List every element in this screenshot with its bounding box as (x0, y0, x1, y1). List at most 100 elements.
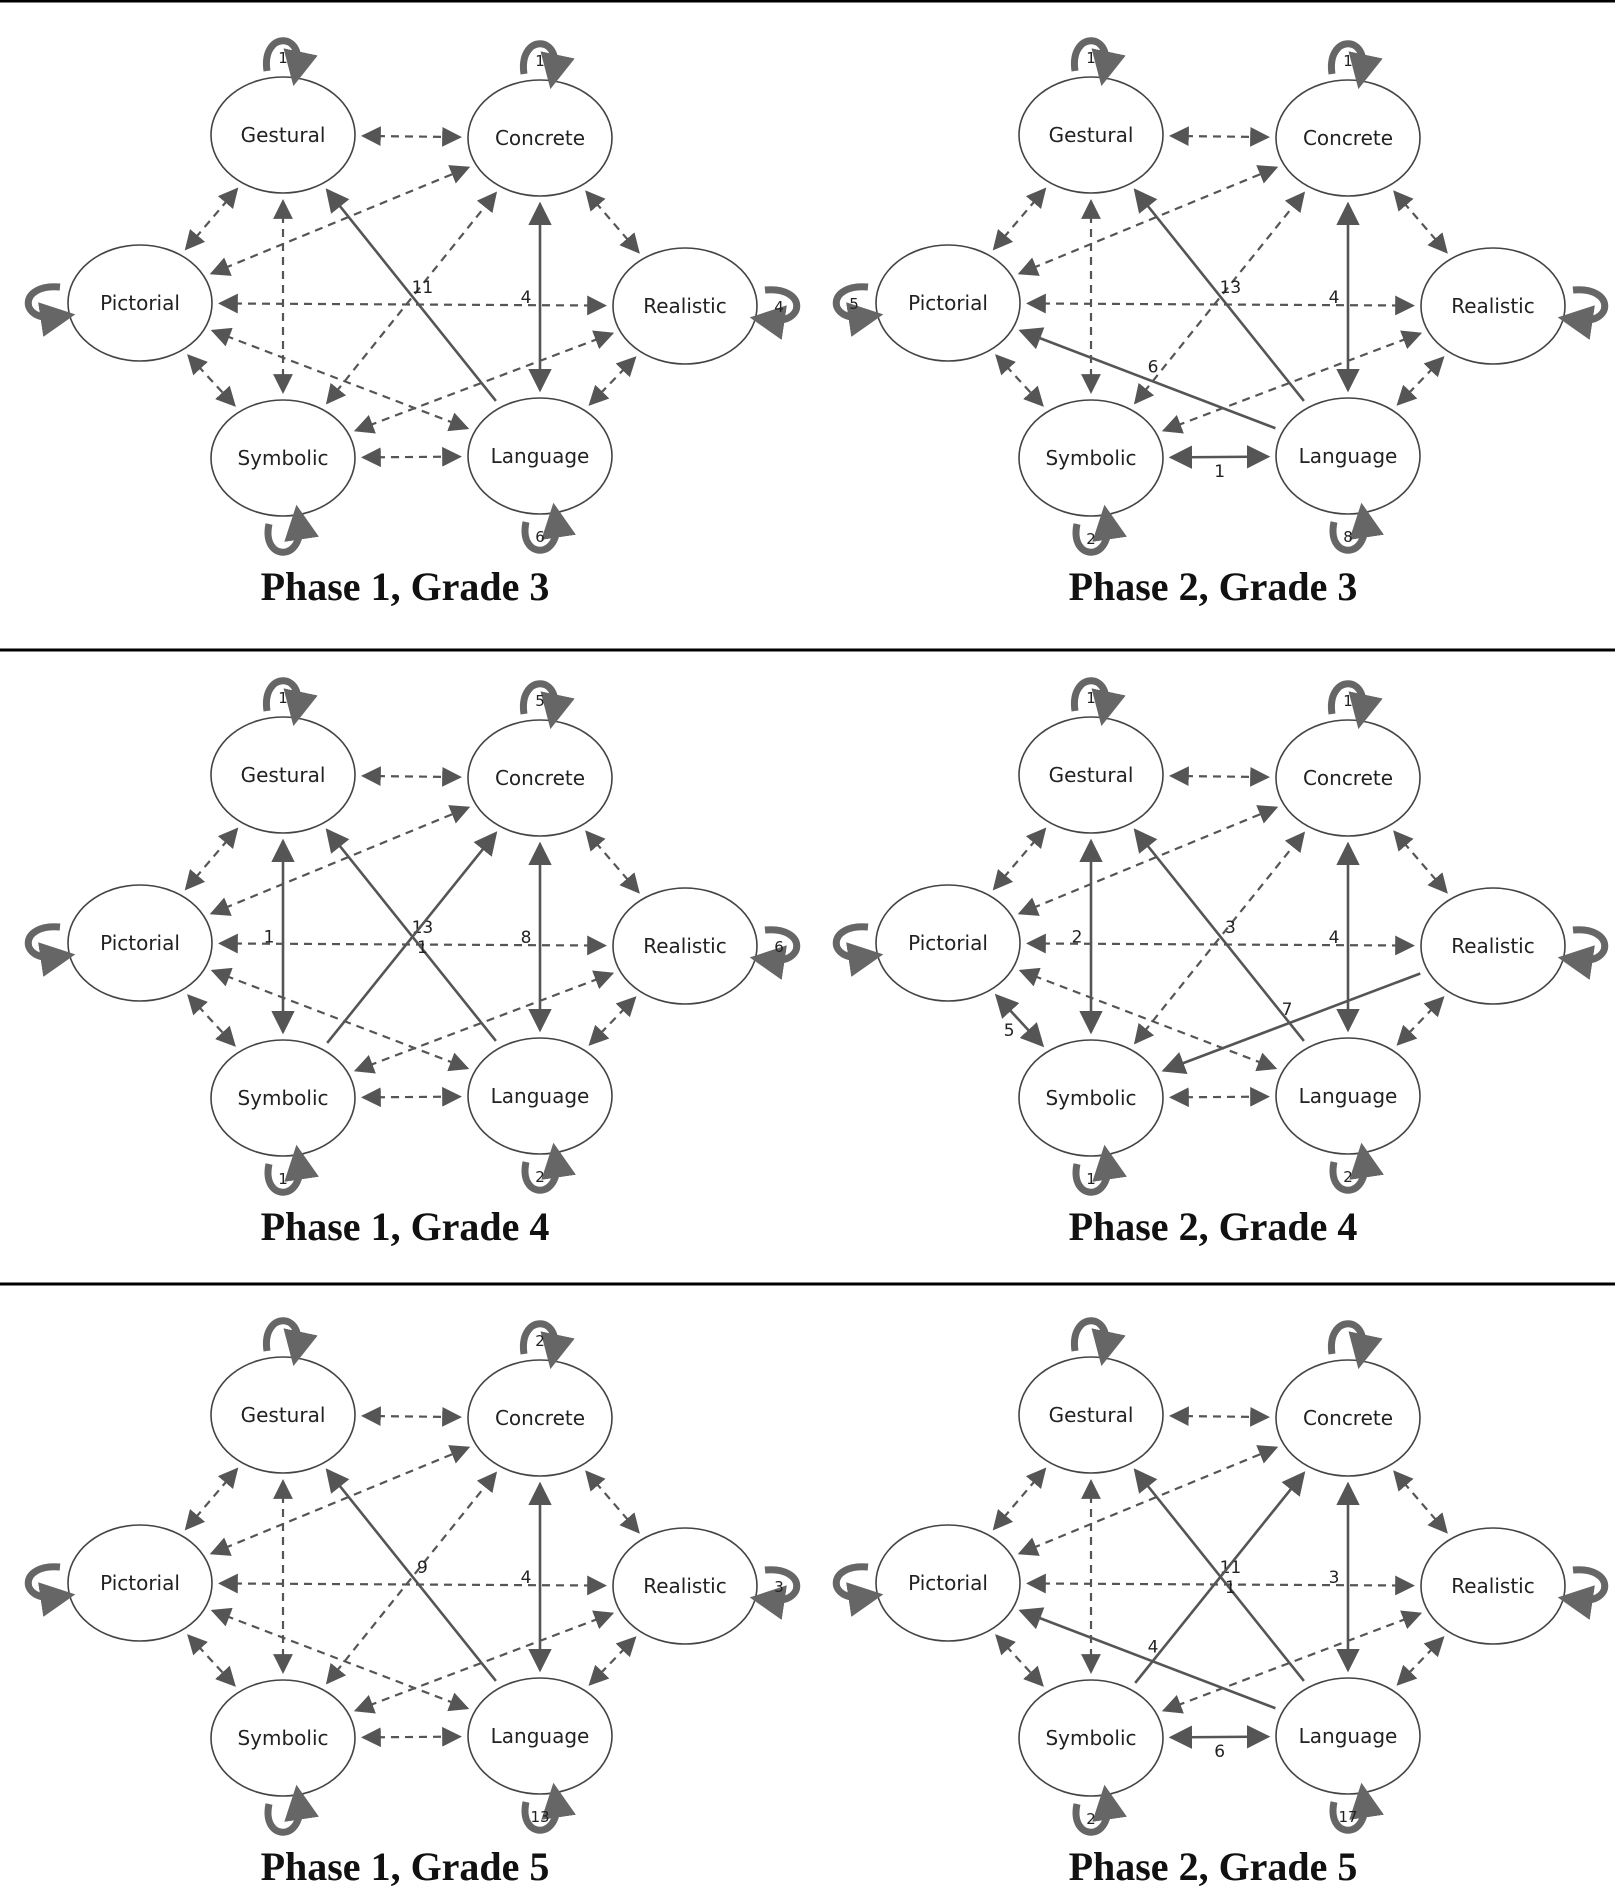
dashed-edge-symbolic-language (361, 446, 462, 468)
panel-title: Phase 2, Grade 3 (1069, 564, 1358, 609)
dashed-edge-pictorial-concrete (209, 1445, 471, 1556)
node-language (467, 1037, 613, 1155)
self-loop-count: 1 (1086, 1170, 1096, 1188)
self-loop-language (521, 502, 576, 554)
node-label-symbolic: Symbolic (1045, 1086, 1136, 1110)
solid-edge-language-pictorial (1018, 327, 1276, 430)
self-loop-realistic (1557, 926, 1609, 980)
node-concrete (1275, 79, 1421, 197)
node-gestural (210, 76, 356, 194)
dashed-edge-concrete-realistic (585, 1470, 640, 1534)
solid-edge-realistic-symbolic (1161, 972, 1421, 1074)
edge-weight-label: 1 (417, 938, 428, 958)
self-loop-count: 1 (1343, 692, 1353, 710)
panel-title: Phase 1, Grade 3 (261, 564, 550, 609)
dashed-edge-gestural-pictorial (184, 1467, 239, 1531)
node-concrete (1275, 719, 1421, 837)
node-label-language: Language (1299, 1084, 1398, 1108)
dashed-edge-pictorial-realistic (218, 293, 607, 316)
panel-title: Phase 1, Grade 5 (261, 1844, 550, 1889)
dashed-edge-concrete-realistic (585, 190, 640, 254)
node-label-gestural: Gestural (1049, 123, 1134, 147)
self-loop-concrete (1327, 680, 1383, 730)
node-symbolic (1018, 399, 1164, 517)
edge-weight-label: 3 (1225, 918, 1236, 938)
dashed-edge-gestural-concrete (361, 1406, 462, 1427)
node-gestural (210, 1356, 356, 1474)
self-loop-count: 1 (278, 689, 288, 707)
self-loop-count: 1 (278, 49, 288, 67)
node-label-pictorial: Pictorial (908, 931, 988, 955)
edge-weight-label: 2 (1072, 928, 1083, 948)
self-loop-realistic (749, 1566, 801, 1620)
node-gestural (210, 716, 356, 834)
node-label-language: Language (1299, 444, 1398, 468)
edge-weight-label: 4 (1329, 288, 1340, 308)
node-label-symbolic: Symbolic (1045, 1726, 1136, 1750)
dashed-edge-concrete-realistic (1393, 190, 1448, 254)
solid-edge-pictorial-symbolic (994, 993, 1045, 1048)
self-loop-gestural (1070, 677, 1126, 727)
self-loop-gestural (1070, 1317, 1126, 1367)
node-label-pictorial: Pictorial (908, 1571, 988, 1595)
dashed-edge-gestural-pictorial (992, 187, 1047, 251)
solid-edge-language-gestural (1133, 188, 1305, 402)
solid-edge-language-gestural (325, 828, 497, 1042)
solid-edge-language-gestural (325, 188, 497, 402)
dashed-edge-symbolic-language (361, 1086, 462, 1108)
edge-weight-label: 7 (1282, 1000, 1293, 1020)
edge-weight-label: 4 (1148, 1637, 1159, 1657)
node-label-symbolic: Symbolic (237, 446, 328, 470)
self-loop-pictorial (832, 1563, 884, 1617)
dashed-edge-gestural-concrete (361, 766, 462, 787)
dashed-edge-pictorial-realistic (218, 933, 607, 956)
node-label-realistic: Realistic (1451, 294, 1535, 318)
self-loop-language (521, 1782, 576, 1834)
node-language (1275, 1037, 1421, 1155)
self-loop-realistic (749, 926, 801, 980)
self-loop-gestural (1070, 37, 1126, 87)
dashed-edge-realistic-language (588, 996, 637, 1046)
self-loop-realistic (1557, 1566, 1609, 1620)
node-gestural (1018, 1356, 1164, 1474)
dashed-edge-gestural-pictorial (184, 827, 239, 891)
dashed-edge-concrete-realistic (1393, 1470, 1448, 1534)
dashed-edge-symbolic-realistic (353, 330, 615, 434)
dashed-edge-pictorial-symbolic (187, 354, 236, 407)
self-loop-realistic (1557, 286, 1609, 340)
edge-weight-label: 1 (1214, 462, 1225, 482)
dashed-edge-pictorial-concrete (209, 805, 471, 916)
node-label-realistic: Realistic (643, 1574, 727, 1598)
solid-edge-language-gestural (325, 1468, 497, 1682)
node-label-pictorial: Pictorial (100, 291, 180, 315)
self-loop-symbolic (264, 1784, 319, 1836)
dashed-edge-gestural-pictorial (992, 827, 1047, 891)
self-loop-language (521, 1142, 576, 1194)
dashed-edge-pictorial-language (1018, 967, 1278, 1072)
dashed-edge-realistic-language (1396, 356, 1445, 406)
self-loop-symbolic (1072, 504, 1127, 556)
solid-edge-symbolic-concrete (1134, 1471, 1306, 1684)
dashed-edge-symbolic-realistic (353, 970, 615, 1074)
node-label-realistic: Realistic (1451, 1574, 1535, 1598)
node-label-gestural: Gestural (1049, 763, 1134, 787)
dashed-edge-pictorial-symbolic (187, 994, 236, 1047)
self-loop-concrete (519, 680, 575, 730)
node-label-pictorial: Pictorial (100, 931, 180, 955)
dashed-edge-realistic-language (588, 1636, 637, 1686)
node-label-symbolic: Symbolic (1045, 446, 1136, 470)
dashed-edge-gestural-concrete (1169, 1406, 1270, 1427)
node-concrete (467, 1359, 613, 1477)
node-gestural (1018, 76, 1164, 194)
dashed-edge-symbolic-concrete (1133, 191, 1306, 405)
node-language (467, 1677, 613, 1795)
self-loop-symbolic (1072, 1784, 1127, 1836)
node-label-pictorial: Pictorial (100, 1571, 180, 1595)
node-label-gestural: Gestural (241, 1403, 326, 1427)
dashed-edge-symbolic-realistic (353, 1610, 615, 1714)
self-loop-count: 2 (1343, 1168, 1353, 1186)
dashed-edge-pictorial-concrete (1017, 165, 1279, 276)
edge-weight-label: 13 (1220, 278, 1242, 298)
